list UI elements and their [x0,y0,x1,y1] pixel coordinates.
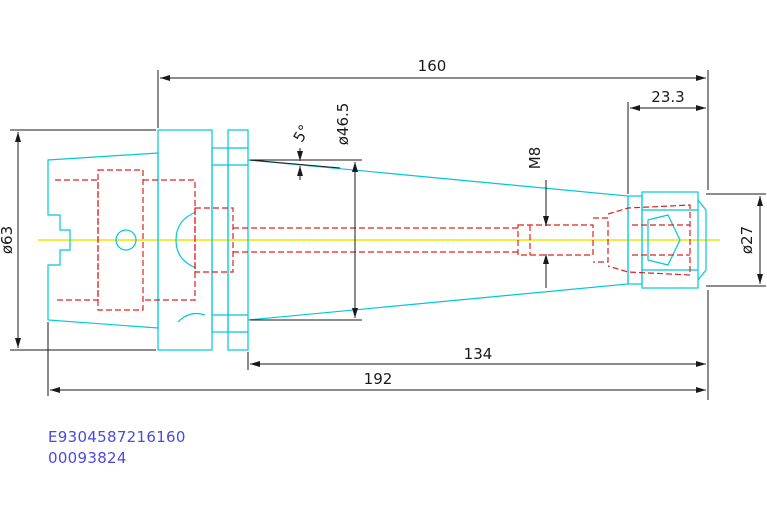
dim-total-length: 192 [364,370,393,388]
dim-nose-diameter: ø27 [738,226,756,254]
dim-thread: M8 [526,147,544,170]
part-outline [47,129,707,351]
dim-gauge-length: 134 [464,345,493,363]
dim-shank-angle: 5° [290,122,314,146]
dimension-lines [10,70,766,400]
dim-collet-length: 23.3 [651,88,684,106]
dim-flange-diameter: ø63 [0,226,16,254]
part-code-line-2: 00093824 [48,449,127,467]
part-code-line-1: E9304587216160 [48,428,186,446]
dim-overall-length: 160 [418,57,447,75]
dim-shank-diameter: ø46.5 [334,103,352,146]
hidden-lines [55,169,691,311]
